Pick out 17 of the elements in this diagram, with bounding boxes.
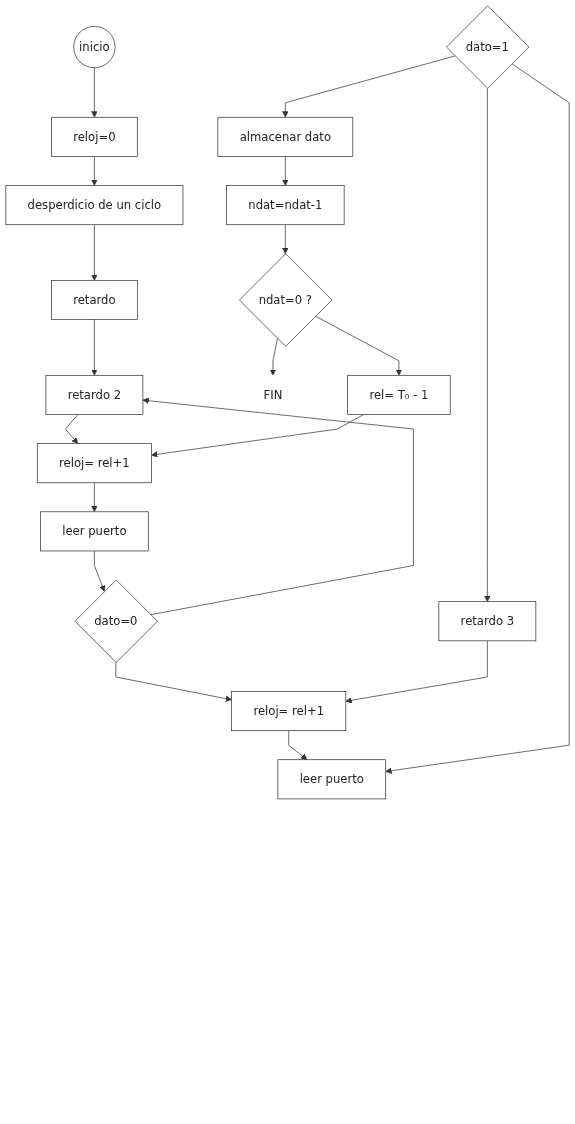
node-diamond: ndat=0 ? bbox=[239, 253, 333, 347]
node-box: retardo bbox=[51, 280, 138, 320]
node-box: almacenar dato bbox=[217, 116, 354, 157]
node-box: leer puerto bbox=[277, 759, 387, 800]
node-box: leer puerto bbox=[40, 511, 149, 552]
node-box: ndat=ndat-1 bbox=[226, 185, 345, 226]
node-text: FIN bbox=[263, 387, 283, 402]
node-box: reloj= rel+1 bbox=[36, 443, 152, 484]
node-box: reloj= rel+1 bbox=[231, 691, 347, 732]
node-box: reloj=0 bbox=[51, 116, 138, 157]
node-diamond: dato=1 bbox=[446, 5, 530, 89]
node-box: desperdicio de un ciclo bbox=[5, 185, 184, 226]
node-box: retardo 3 bbox=[438, 601, 537, 642]
node-circle: inicio bbox=[73, 25, 116, 69]
node-box: retardo 2 bbox=[45, 374, 144, 415]
node-diamond: dato=0 bbox=[74, 579, 158, 663]
node-box: rel= T₀ - 1 bbox=[347, 374, 451, 415]
